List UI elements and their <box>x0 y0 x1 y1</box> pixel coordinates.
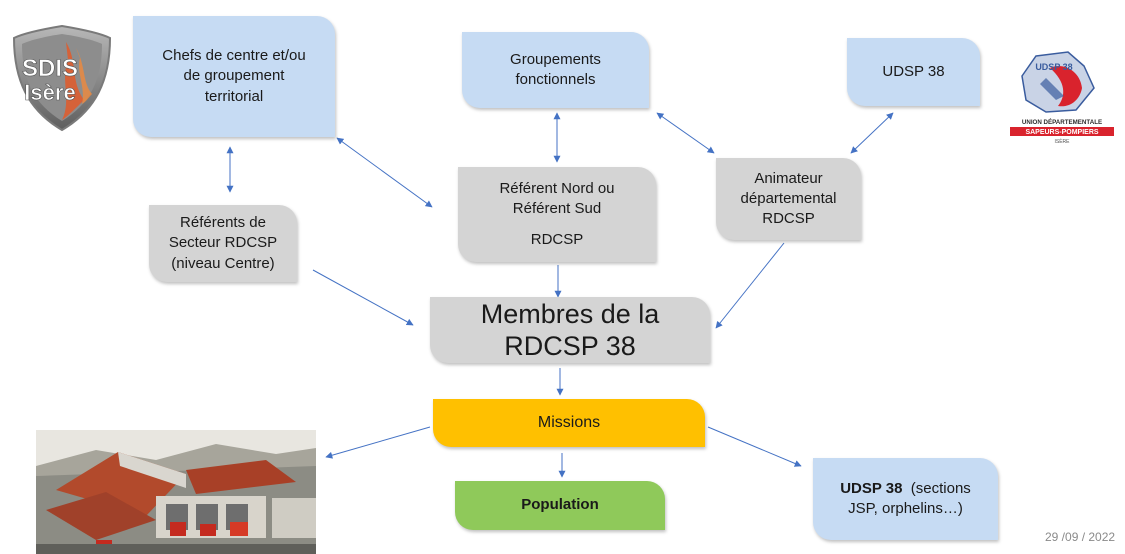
groupements-fonctionnels-box: Groupements fonctionnels <box>462 32 649 108</box>
fire-station-photo <box>36 430 316 554</box>
slide-date: 29 /09 / 2022 <box>1045 530 1116 544</box>
udsp-missions-line-2: JSP, orphelins…) <box>848 500 963 517</box>
edge-referents-secteur-membres <box>312 269 414 326</box>
udsp-label: UDSP 38 <box>882 62 945 80</box>
animateur-line-1: Animateur <box>754 169 823 187</box>
udsp-missions-box: UDSP 38 (sections JSP, orphelins…) <box>813 458 998 540</box>
edge-animateur-membres <box>715 242 785 329</box>
udsp-missions-line-1: UDSP 38 (sections <box>840 479 971 499</box>
udsp-missions-rest: (sections <box>902 479 971 497</box>
edge-missions-udsp <box>707 426 802 467</box>
chefs-line-3: territorial <box>204 87 264 105</box>
animateur-line-3: RDCSP <box>762 210 815 228</box>
svg-text:SAPEURS-POMPIERS: SAPEURS-POMPIERS <box>1025 129 1098 136</box>
missions-label: Missions <box>537 414 601 432</box>
chefs-line-2: de groupement <box>183 67 285 85</box>
membres-line-1: Membres de la <box>480 298 660 329</box>
chefs-line-1: Chefs de centre et/ou <box>162 47 306 65</box>
population-box: Population <box>455 481 665 530</box>
groupements-line-2: fonctionnels <box>515 71 596 88</box>
sdis-isere-logo: SDIS Isère <box>12 24 112 132</box>
udsp-38-logo: UDSP 38 UNION DÉPARTEMENTALE SAPEURS-POM… <box>1010 51 1114 145</box>
population-label: Population <box>521 496 599 514</box>
edge-udsp-animateur <box>850 112 894 154</box>
membres-line-2: RDCSP 38 <box>504 331 636 361</box>
animateur-departemental-box: Animateur départemental RDCSP <box>716 158 861 240</box>
animateur-line-2: départemental <box>740 189 837 207</box>
edge-groupements-animateur <box>656 112 715 154</box>
missions-box: Missions <box>433 399 705 447</box>
groupements-line-1: Groupements <box>510 50 601 68</box>
referent-nord-line-1: Référent Nord ou <box>499 180 615 198</box>
edge-missions-photo <box>325 426 431 459</box>
referent-nord-sub: RDCSP <box>530 230 584 248</box>
referents-secteur-box: Référents de Secteur RDCSP (niveau Centr… <box>149 205 297 282</box>
udsp-38-box: UDSP 38 <box>847 38 980 106</box>
referent-nord-line-2: Référent Sud <box>512 200 602 218</box>
svg-text:SDIS: SDIS <box>22 55 78 82</box>
edge-chefs-referent-nord <box>336 137 433 208</box>
svg-text:ISÈRE: ISÈRE <box>1054 138 1070 145</box>
udsp-missions-bold: UDSP 38 <box>840 479 903 497</box>
referents-secteur-line-2: Secteur RDCSP <box>168 234 278 252</box>
membres-rdcsp-box: Membres de la RDCSP 38 <box>430 297 710 363</box>
referents-secteur-line-3: (niveau Centre) <box>171 254 275 272</box>
referent-nord-sud-box: Référent Nord ou Référent Sud RDCSP <box>458 167 656 262</box>
referents-secteur-line-1: Référents de <box>180 214 266 232</box>
svg-text:UDSP 38: UDSP 38 <box>1035 62 1072 72</box>
chefs-de-centre-box: Chefs de centre et/ou de groupement terr… <box>133 16 335 137</box>
svg-text:Isère: Isère <box>24 80 75 105</box>
svg-text:UNION DÉPARTEMENTALE: UNION DÉPARTEMENTALE <box>1022 118 1102 126</box>
